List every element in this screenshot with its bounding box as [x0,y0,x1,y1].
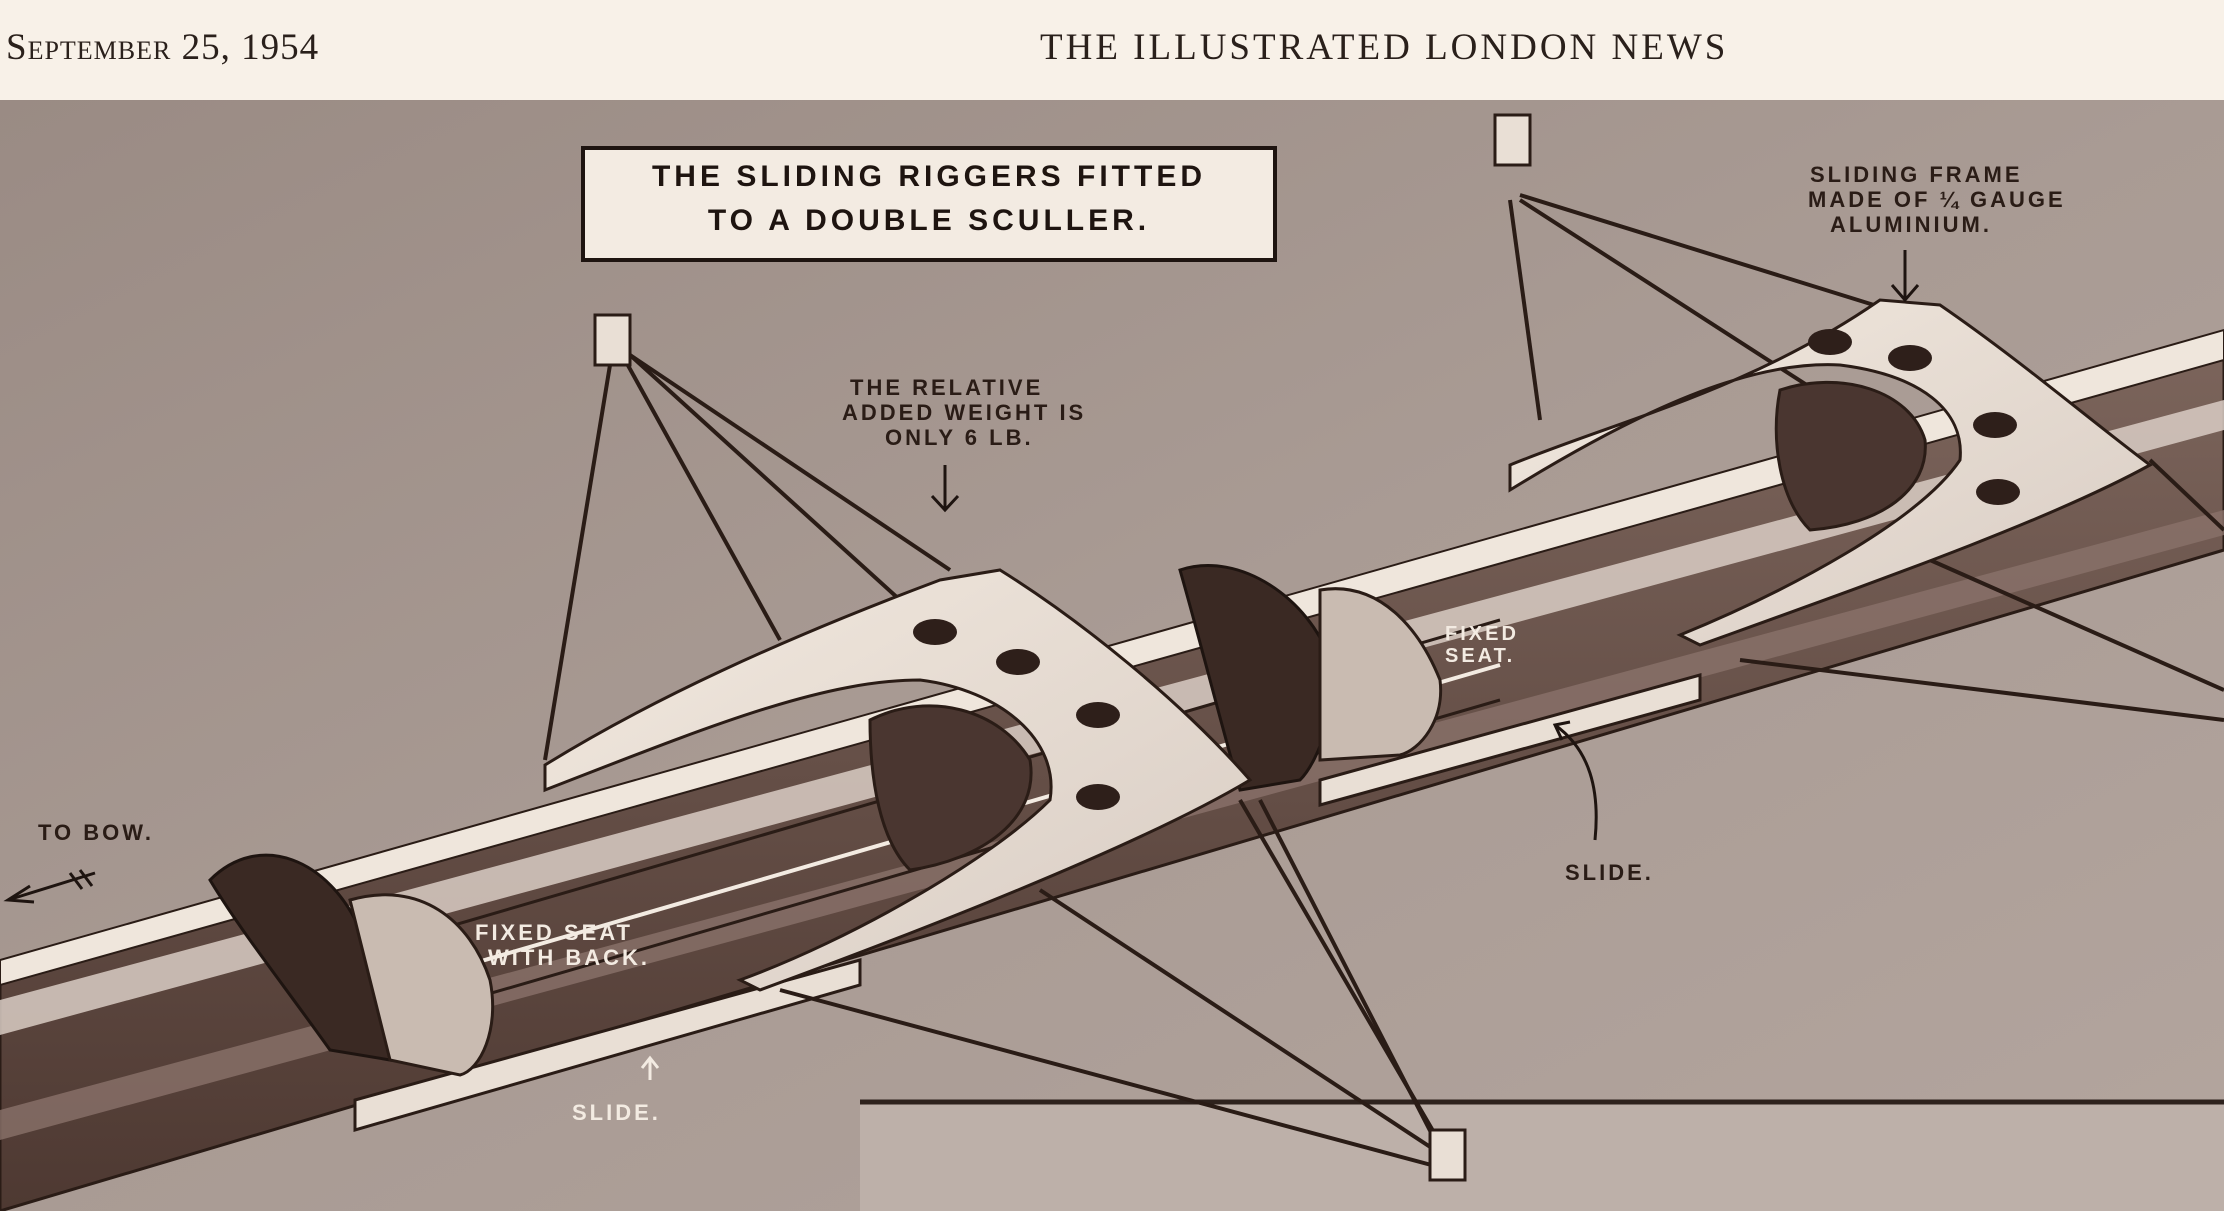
rigger-right-struts [1508,193,2224,722]
callout-slide-right: SLIDE. [1565,860,1654,885]
arrow-down-icon [1890,250,1920,303]
title-line-1: THE SLIDING RIGGERS FITTED [652,160,1206,193]
arrow-down-icon [930,465,960,513]
callout-weight-2: ADDED WEIGHT IS [842,400,1086,425]
fixed-seat [1178,564,1443,792]
arrow-up-icon [640,1055,660,1080]
sculler-illustration: THE SLIDING RIGGERS FITTED TO A DOUBLE S… [0,100,2224,1211]
callout-sliding-frame-1: SLIDING FRAME [1810,162,2023,187]
callout-weight-3: ONLY 6 LB. [885,425,1034,450]
title-line-2: TO A DOUBLE SCULLER. [708,204,1150,237]
fixed-seat-with-back [208,853,495,1077]
oarlock-left [593,313,632,367]
callout-fixed-seat-back-1: FIXED SEAT [475,920,633,945]
callout-fixed-seat-1: FIXED [1445,623,1519,645]
oarlock-bottom [1428,1128,1467,1182]
rigger-left-struts [543,353,1452,1172]
slide-left-rail [353,958,862,1132]
illustration-title-box: THE SLIDING RIGGERS FITTED TO A DOUBLE S… [581,146,1277,262]
sliding-frame-right [1508,298,2153,647]
arrow-left-icon [3,869,96,904]
sliding-frame-left [543,568,1253,992]
masthead: September 25, 1954 THE ILLUSTRATED LONDO… [0,0,2224,100]
callout-fixed-seat-2: SEAT. [1445,645,1515,667]
callout-sliding-frame-3: ALUMINIUM. [1830,212,1992,237]
curved-arrow-icon [1552,720,1598,841]
callout-fixed-seat-back-2: WITH BACK. [488,945,650,970]
issue-date: September 25, 1954 [6,27,320,68]
publication-title: THE ILLUSTRATED LONDON NEWS [1040,27,1729,68]
callout-to-bow: TO BOW. [38,820,154,845]
callout-sliding-frame-2: MADE OF ¼ GAUGE [1808,187,2066,212]
slide-right-rail [1318,673,1702,807]
illustration-plate: THE SLIDING RIGGERS FITTED TO A DOUBLE S… [0,100,2224,1211]
callout-slide-left: SLIDE. [572,1100,661,1125]
water-surface [860,1100,2224,1211]
oarlock-right [1493,113,1532,167]
callout-weight-1: THE RELATIVE [850,375,1043,400]
